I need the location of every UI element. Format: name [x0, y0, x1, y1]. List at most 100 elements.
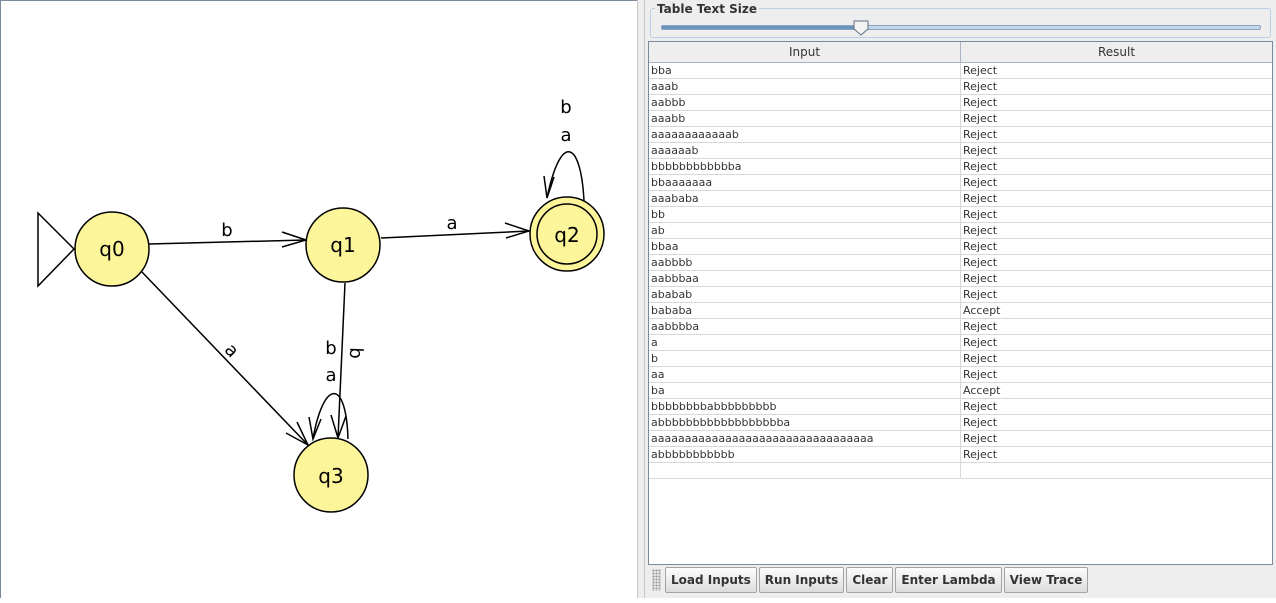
result-cell: Reject: [963, 416, 998, 429]
table-text-size-group: Table Text Size: [650, 2, 1271, 38]
input-cell[interactable]: aaabb: [649, 111, 961, 126]
final-state-ring: [536, 203, 598, 265]
loop-q2[interactable]: [543, 151, 585, 202]
input-cell[interactable]: aabbbba: [649, 319, 961, 334]
input-cell[interactable]: aa: [649, 367, 961, 382]
input-cell[interactable]: aabbbb: [649, 255, 961, 270]
input-cell[interactable]: ababab: [649, 287, 961, 302]
result-cell: Reject: [963, 320, 998, 333]
edge-label-q1-q3-rotated: b: [345, 347, 366, 359]
input-cell[interactable]: bbbbbbbbabbbbbbbbb: [649, 399, 961, 414]
initial-state-arrow: [37, 211, 76, 288]
input-cell[interactable]: ba: [649, 383, 961, 398]
automaton-canvas[interactable]: b a a b b b a a q0 q1 q2 q3: [0, 0, 637, 598]
loop-label-q3-a: a: [325, 365, 336, 386]
column-header-result[interactable]: Result: [1097, 45, 1136, 59]
input-cell[interactable]: abbbbbbbbbbbbbbbbbba: [649, 415, 961, 430]
slider-thumb[interactable]: [853, 20, 869, 36]
loop-label-q2-b: b: [560, 97, 571, 118]
result-cell: Accept: [963, 304, 1001, 317]
result-cell: Reject: [963, 192, 998, 205]
run-inputs-button[interactable]: Run Inputs: [758, 567, 845, 593]
edge-label-q0-q3: a: [220, 339, 243, 362]
state-label-q3: q3: [318, 464, 343, 488]
input-cell[interactable]: a: [649, 335, 961, 350]
result-cell: Reject: [963, 112, 998, 125]
edge-q0-q3[interactable]: [140, 270, 310, 447]
result-cell: Reject: [963, 352, 998, 365]
input-cell[interactable]: aaababa: [649, 191, 961, 206]
table-row[interactable]: [649, 463, 1272, 479]
loop-q3[interactable]: [308, 393, 349, 442]
input-cell[interactable]: ab: [649, 223, 961, 238]
result-cell: Reject: [963, 400, 998, 413]
input-cell[interactable]: aabbbaa: [649, 271, 961, 286]
input-cell[interactable]: abbbbbbbbbbb: [649, 447, 961, 462]
edge-q1-q3[interactable]: [330, 282, 347, 441]
state-label-q1: q1: [330, 233, 355, 257]
clear-button[interactable]: Clear: [846, 567, 894, 593]
split-pane-divider[interactable]: [637, 0, 645, 598]
input-cell[interactable]: aaaaaaaaaaaab: [649, 127, 961, 142]
enter-lambda-button[interactable]: Enter Lambda: [895, 567, 1002, 593]
text-size-slider[interactable]: [661, 25, 1261, 30]
column-header-input[interactable]: Input: [649, 42, 961, 62]
state-q0[interactable]: q0: [74, 211, 150, 287]
input-cell[interactable]: bababa: [649, 303, 961, 318]
input-cell[interactable]: bbaa: [649, 239, 961, 254]
input-cell[interactable]: bba: [649, 63, 961, 78]
input-cell[interactable]: [649, 463, 961, 478]
result-cell: Reject: [963, 288, 998, 301]
load-inputs-button[interactable]: Load Inputs: [665, 567, 757, 593]
state-q3[interactable]: q3: [293, 437, 369, 513]
automaton-diagram[interactable]: b a a b b b a a q0 q1 q2 q3: [1, 1, 638, 599]
input-cell[interactable]: aabbb: [649, 95, 961, 110]
input-cell[interactable]: aaaaaab: [649, 143, 961, 158]
result-cell: Reject: [963, 80, 998, 93]
edge-label-q0-q1: b: [221, 220, 232, 241]
table-header: Input Result: [649, 42, 1272, 63]
result-cell: Reject: [963, 448, 998, 461]
input-cell[interactable]: bb: [649, 207, 961, 222]
input-cell[interactable]: bbbbbbbbbbbba: [649, 159, 961, 174]
input-cell[interactable]: aaaaaaaaaaaaaaaaaaaaaaaaaaaaaaaaa: [649, 431, 961, 446]
result-cell: Reject: [963, 208, 998, 221]
input-cell[interactable]: aaab: [649, 79, 961, 94]
input-cell[interactable]: b: [649, 351, 961, 366]
result-cell: Reject: [963, 256, 998, 269]
state-q2[interactable]: q2: [529, 196, 605, 272]
view-trace-button[interactable]: View Trace: [1003, 567, 1089, 593]
toolbar-grip[interactable]: [652, 569, 661, 591]
result-cell: Reject: [963, 96, 998, 109]
state-q1[interactable]: q1: [305, 207, 381, 283]
edge-q1-q2[interactable]: [380, 222, 532, 239]
input-cell[interactable]: bbaaaaaaa: [649, 175, 961, 190]
